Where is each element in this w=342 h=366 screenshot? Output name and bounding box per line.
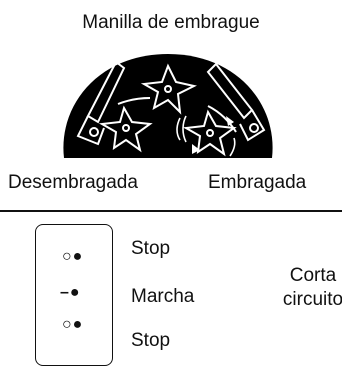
engaged-label: Embragada: [208, 172, 307, 193]
run-label: Marcha: [131, 286, 195, 307]
star-switch-right: [182, 109, 237, 157]
cut-circuit-line1: Corta: [289, 265, 337, 286]
lever-left: [76, 60, 151, 146]
run-symbol: –●: [60, 284, 81, 301]
lever-right: [206, 62, 266, 142]
stop-symbol-bottom: ○●: [62, 316, 84, 333]
disengaged-label: Desembragada: [8, 172, 138, 193]
diagram-title: Manilla de embrague: [82, 12, 260, 33]
section-divider: [0, 210, 342, 212]
star-switch-left: [98, 105, 153, 153]
motion-lines: [176, 115, 236, 157]
cut-circuit-line2: circuito: [282, 289, 342, 310]
clutch-lever-illustration: [63, 54, 273, 158]
stop-symbol-top: ○●: [62, 248, 84, 265]
stop-label-top: Stop: [131, 238, 171, 259]
cut-circuit-label: Corta circuito: [270, 264, 342, 312]
star-switch-top: [140, 63, 197, 115]
rotation-arrows: [192, 116, 234, 154]
stop-label-bottom: Stop: [131, 330, 171, 351]
